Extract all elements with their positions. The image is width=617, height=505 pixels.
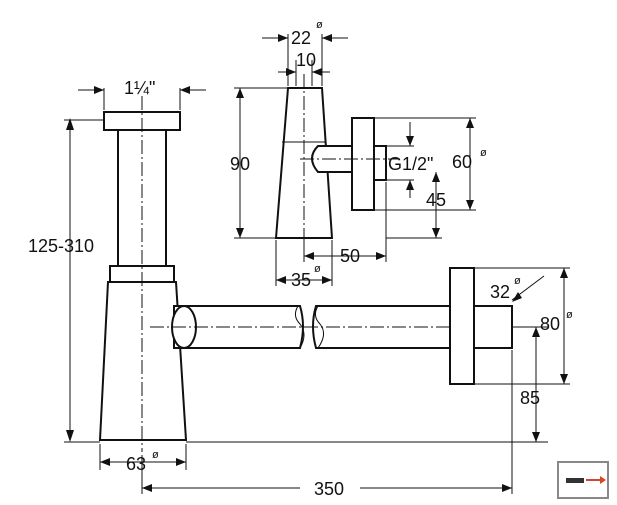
dim-1-1-4: 1¼" <box>124 78 155 98</box>
dim-g-1-2: G1/2" <box>388 154 433 174</box>
dim-35: 35 <box>291 270 311 290</box>
dim-35-diameter-symbol: ø <box>314 263 321 275</box>
dim-63-diameter-symbol: ø <box>152 449 159 461</box>
wall-flange-plate <box>449 267 475 385</box>
trap-body <box>98 281 188 441</box>
dim-85: 85 <box>520 388 540 408</box>
dim-50: 50 <box>340 246 360 266</box>
dim-63: 63 <box>126 454 146 474</box>
dim-32: 32 <box>490 282 510 302</box>
break-mark-right <box>314 305 324 349</box>
dim-80: 80 <box>540 314 560 334</box>
dim-90: 90 <box>230 154 250 174</box>
side-flange <box>351 117 375 211</box>
dim-22: 22 <box>291 28 311 48</box>
dim-32-diameter-symbol: ø <box>514 275 521 287</box>
dim-10: 10 <box>296 50 316 70</box>
outlet-pipe-right <box>312 305 459 349</box>
dim-45: 45 <box>426 190 446 210</box>
dim-125-310: 125-310 <box>28 236 94 256</box>
side-view <box>274 74 400 250</box>
dim-350: 350 <box>314 479 344 499</box>
dim-22-diameter-symbol: ø <box>316 19 323 31</box>
bottle-trap-main-view <box>98 96 188 452</box>
dim-80-diameter-symbol: ø <box>566 309 573 321</box>
dim-60-diameter-symbol: ø <box>480 147 487 159</box>
side-thread-nut <box>373 145 387 181</box>
break-mark-left <box>294 305 305 349</box>
manufacturer-logo-icon <box>557 461 609 499</box>
wall-flange <box>449 267 513 385</box>
dimension-labels: 22 ø 10 1¼" 90 G1/2" 60 ø 45 50 35 ø 125… <box>28 19 573 499</box>
dimension-lines <box>64 34 570 494</box>
dim-60: 60 <box>452 152 472 172</box>
wall-stub <box>473 305 513 349</box>
